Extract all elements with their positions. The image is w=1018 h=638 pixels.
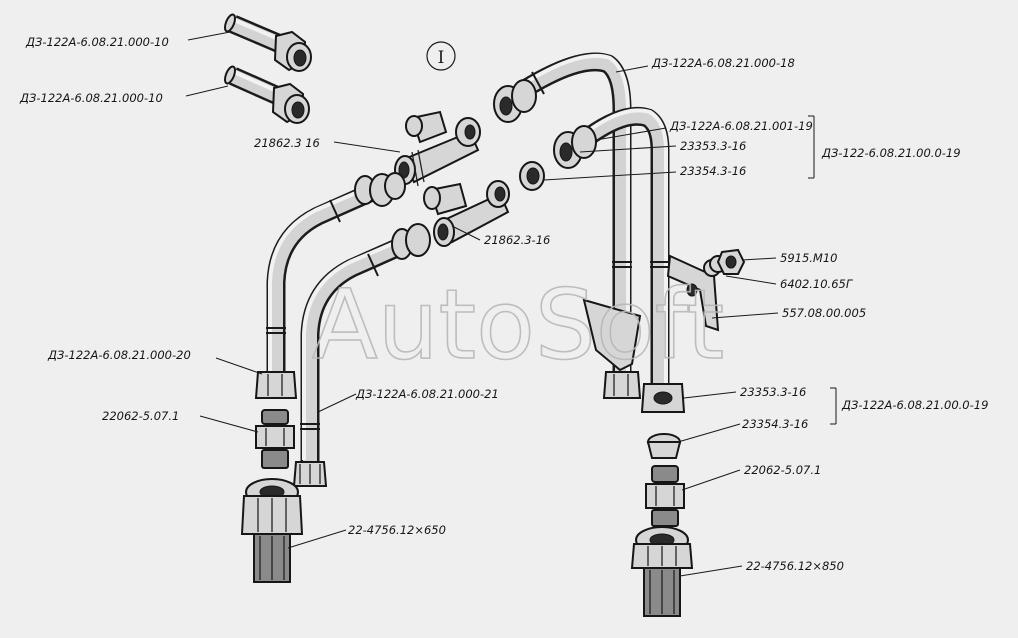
label-bolt: 5915.М10 <box>780 251 837 265</box>
tee-lower <box>423 180 510 247</box>
label-ring-bottom: 23354.3-16 <box>742 417 808 431</box>
label-tee-upper: 21862.3 16 <box>254 136 320 150</box>
label-tee-lower: 21862.3-16 <box>484 233 550 247</box>
pipe-right-back <box>493 52 642 399</box>
part-labels: ДЗ-122А-6.08.21.000-10 ДЗ-122А-6.08.21.0… <box>19 35 988 573</box>
pipe-left-lower <box>292 223 431 487</box>
pipe-left-upper <box>266 172 406 376</box>
label-washer: 6402.10.65Г <box>780 277 854 291</box>
label-group-right-top: ДЗ-122-6.08.21.00.0-19 <box>821 146 961 160</box>
watermark: AutoSoft <box>312 269 724 381</box>
left-hose-end <box>240 478 304 583</box>
pipe-right-front <box>519 106 686 413</box>
label-pipe-20: ДЗ-122А-6.08.21.000-20 <box>47 348 191 362</box>
label-pipe-18: ДЗ-122А-6.08.21.000-18 <box>651 56 795 70</box>
label-ring-top: 23354.3-16 <box>680 164 746 178</box>
bolt-and-washer <box>703 248 746 277</box>
label-clamp: 557.08.00.005 <box>782 306 866 320</box>
short-tube-lower <box>223 65 310 124</box>
label-pipe-21: ДЗ-122А-6.08.21.000-21 <box>355 387 499 401</box>
right-adapter <box>645 465 685 527</box>
right-hose-end <box>630 526 694 617</box>
label-pipe-19: ДЗ-122А-6.08.21.001-19 <box>669 119 813 133</box>
label-tube-10-a: ДЗ-122А-6.08.21.000-10 <box>25 35 169 49</box>
short-tube-upper <box>223 13 312 72</box>
right-ring <box>646 433 682 459</box>
view-marker: I <box>426 41 456 71</box>
label-group-right-bottom: ДЗ-122А-6.08.21.00.0-19 <box>841 398 988 412</box>
left-nut <box>254 371 298 399</box>
label-tube-10-b: ДЗ-122А-6.08.21.000-10 <box>19 91 163 105</box>
view-marker-label: I <box>438 48 445 68</box>
label-adapter-right: 22062-5.07.1 <box>744 463 821 477</box>
label-nut-bottom: 23353.3-16 <box>740 385 806 399</box>
tee-upper <box>394 110 481 187</box>
left-adapter <box>255 409 295 469</box>
label-hose-650: 22-4756.12×650 <box>348 523 446 537</box>
label-nut-top: 23353.3-16 <box>680 139 746 153</box>
leader-lines <box>185 31 837 577</box>
label-adapter-left: 22062-5.07.1 <box>102 409 179 423</box>
label-hose-850: 22-4756.12×850 <box>746 559 844 573</box>
